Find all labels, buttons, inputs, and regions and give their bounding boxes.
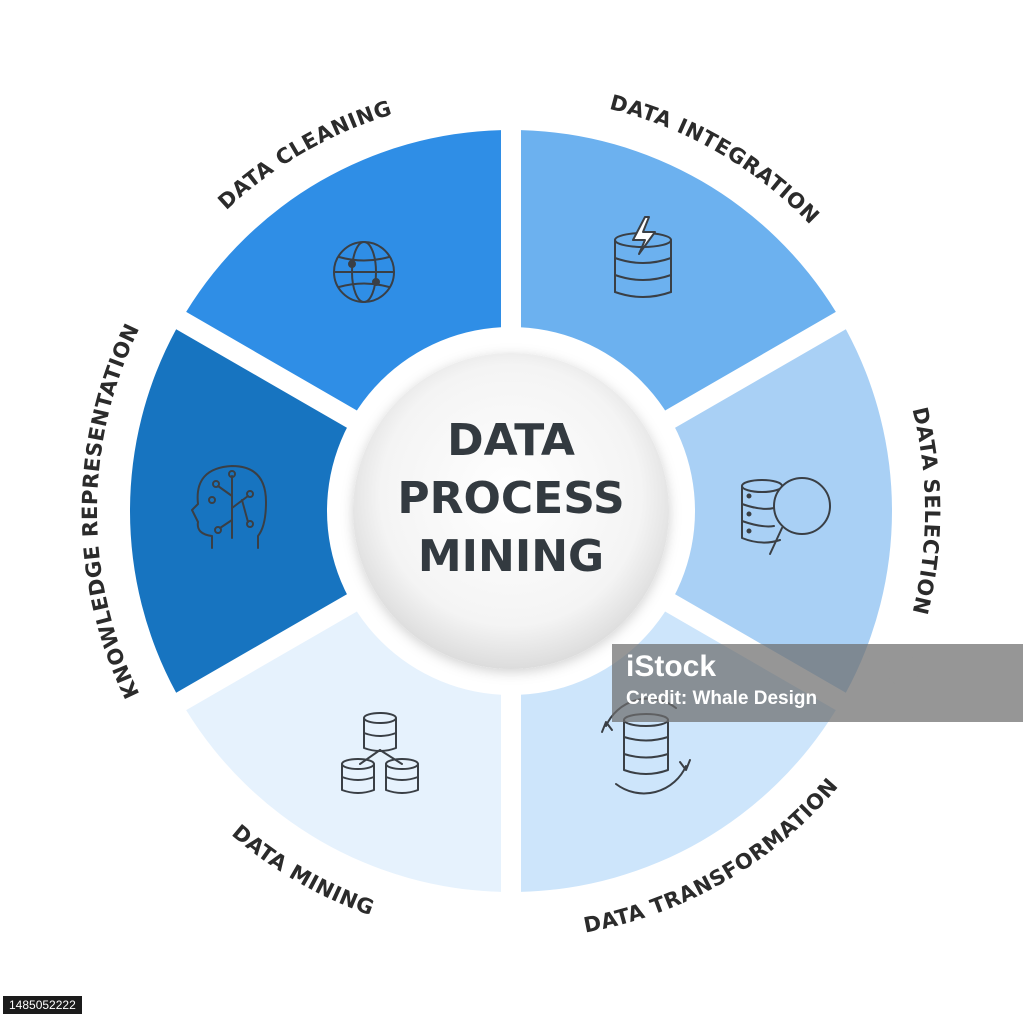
- watermark-credit: Credit: Whale Design: [626, 688, 818, 709]
- database-search-icon: [741, 477, 831, 555]
- segment-label-3: DATA SELECTION: [908, 405, 945, 617]
- center-title-line-3: MINING: [418, 531, 604, 582]
- watermark-title: iStock: [626, 650, 717, 683]
- center-title-line-2: PROCESS: [397, 473, 624, 524]
- center-title-line-1: DATA: [447, 415, 575, 466]
- watermark-shapes-icon: [887, 654, 995, 718]
- wheel-segment-5: [186, 607, 501, 892]
- stock-watermark: iStock Credit: Whale Design: [612, 644, 1023, 722]
- globe-icon: [333, 241, 395, 303]
- image-id-tag: 1485052222: [3, 996, 82, 1014]
- ai-head-icon: [191, 465, 267, 549]
- database-network-icon: [341, 712, 419, 794]
- wheel-segment-6: [129, 329, 354, 693]
- hub-circle: [353, 353, 669, 669]
- database-lightning-icon: [614, 216, 672, 298]
- wheel-segment-2: [521, 130, 836, 415]
